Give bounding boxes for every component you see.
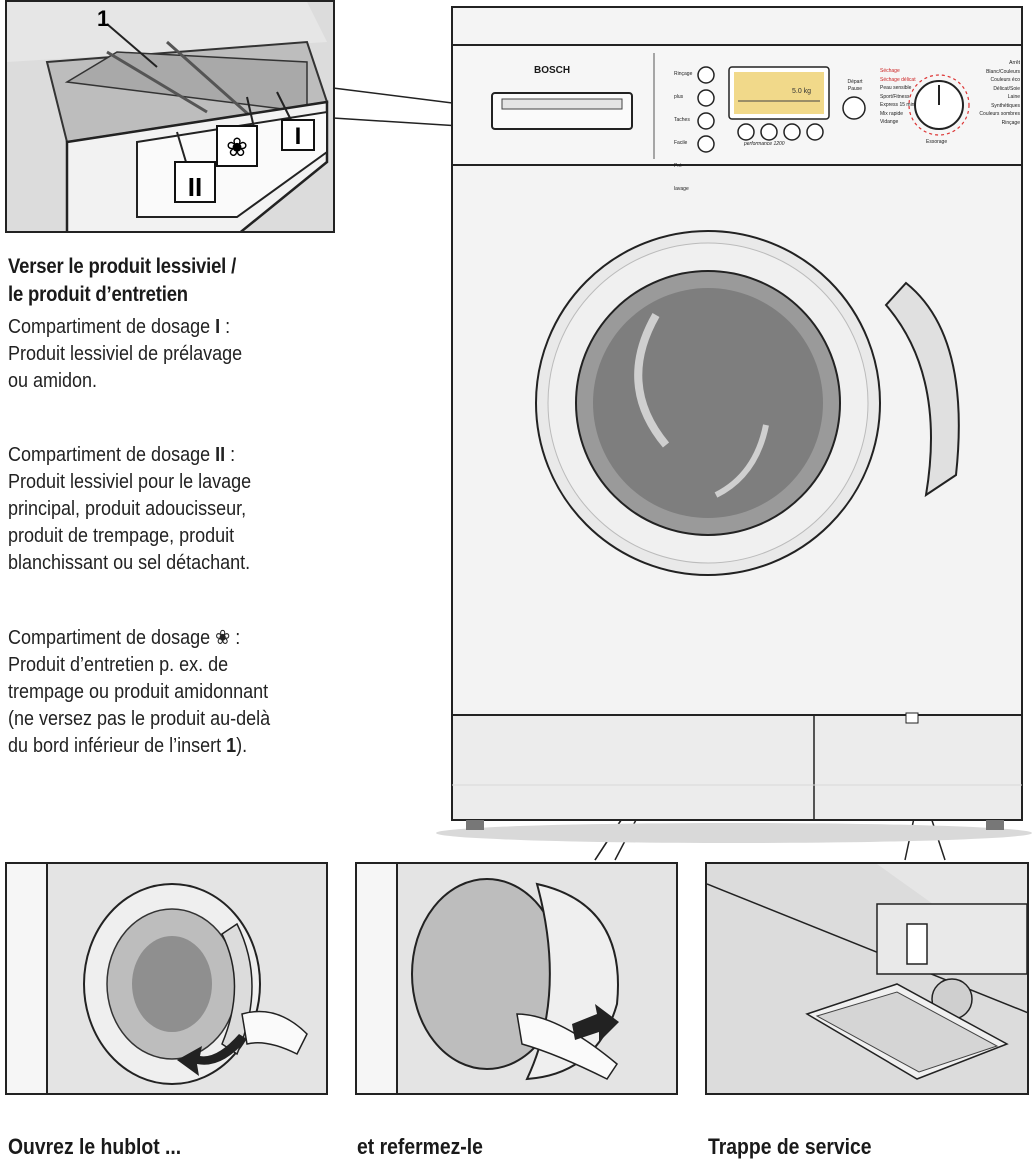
compartment-two-paragraph: Compartiment de dosage II : Produit less… [8,444,252,574]
caption-open-door: Ouvrez le hublot ... [8,1134,182,1159]
compartment-one-symbol: I [215,316,221,338]
heading-line-2: le produit d’entretien [8,283,188,306]
flower-symbol-icon: ❀ [215,627,231,649]
compartment-flower-paragraph: Compartiment de dosage ❀ : Produit d’ent… [8,627,271,757]
program-list-right: Arrêt Blanc/Couleurs Couleurs éco Délica… [979,60,1020,126]
compartment-two-symbol: II [215,444,226,466]
svg-text:5.0 kg: 5.0 kg [792,88,811,95]
option-button-labels: Rinçage plus Taches Facile Pré-lavage [674,71,693,192]
open-door-image [5,862,328,1095]
close-door-image [355,862,678,1095]
caption-service-hatch: Trappe de service [708,1134,872,1159]
close-door-illustration [357,864,676,1093]
insert-number-label: 1 [97,6,109,31]
option-buttons [697,66,715,153]
compartment-one-label: I [295,123,302,150]
dispenser-illustration: ❀ I II 1 [7,2,333,231]
brand-logo: BOSCH [534,65,571,76]
service-hatch-illustration [707,864,1027,1093]
program-list-left: Séchage Séchage délicat Peau sensible Sp… [880,68,916,125]
flower-compartment-icon: ❀ [226,132,248,162]
service-hatch-image [705,862,1029,1095]
open-door-illustration [7,864,326,1093]
start-pause-label: Départ Pause [847,79,863,92]
washing-machine: 5.0 kg BOSCH Rinçage plus Taches [436,5,1032,845]
section-heading: Verser le produit lessiviel / le produit… [8,253,236,309]
model-label: performance 1200 [744,141,785,147]
compartment-two-label: II [188,172,202,202]
caption-close-door: et refermez-le [357,1134,483,1159]
compartment-one-paragraph: Compartiment de dosage I : Produit lessi… [8,316,243,392]
heading-line-1: Verser le produit lessiviel / [8,255,237,278]
dispenser-detail-image: ❀ I II 1 [5,0,335,233]
washing-machine-illustration: 5.0 kg [436,6,1032,843]
spin-label: Essorage [926,139,948,145]
